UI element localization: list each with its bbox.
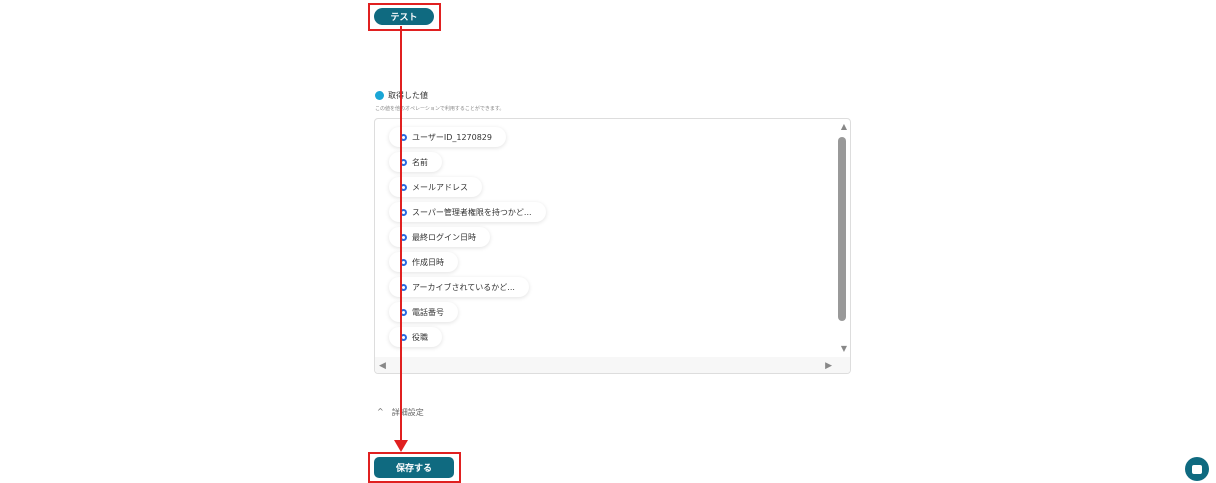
list-item[interactable]: スーパー管理者権限を持つかど... bbox=[389, 202, 546, 222]
advanced-settings-toggle[interactable]: ^ 詳細設定 bbox=[377, 407, 424, 418]
item-label: 電話番号 bbox=[412, 307, 444, 317]
chat-button[interactable] bbox=[1185, 457, 1209, 481]
item-label: 役職 bbox=[412, 332, 428, 342]
highlight-test bbox=[368, 3, 441, 31]
section-title-text: 取得した値 bbox=[388, 91, 428, 100]
scroll-left-icon[interactable]: ◀ bbox=[379, 361, 386, 371]
value-icon bbox=[375, 91, 384, 100]
list-item[interactable]: アーカイブされているかど... bbox=[389, 277, 529, 297]
values-list: ユーザーID_1270829 名前 メールアドレス スーパー管理者権限を持つかど… bbox=[389, 127, 546, 352]
test-button[interactable]: テスト bbox=[374, 8, 434, 25]
item-label: アーカイブされているかど... bbox=[412, 282, 515, 292]
item-label: ユーザーID_1270829 bbox=[412, 132, 492, 142]
section-desc: この値を他のオペレーションで利用することができます。 bbox=[375, 106, 505, 112]
scroll-up-icon[interactable]: ▲ bbox=[840, 122, 847, 131]
scroll-down-icon[interactable]: ▼ bbox=[840, 344, 847, 353]
advanced-label: 詳細設定 bbox=[391, 408, 424, 417]
list-item[interactable]: 最終ログイン日時 bbox=[389, 227, 490, 247]
item-label: 最終ログイン日時 bbox=[412, 232, 476, 242]
scroll-right-icon[interactable]: ▶ bbox=[825, 361, 832, 371]
list-item[interactable]: 名前 bbox=[389, 152, 442, 172]
chevron-up-icon: ^ bbox=[377, 407, 384, 416]
annotation-arrow bbox=[400, 26, 402, 446]
horizontal-scrollbar[interactable]: ◀ ▶ bbox=[375, 357, 850, 373]
list-item[interactable]: メールアドレス bbox=[389, 177, 482, 197]
list-item[interactable]: 役職 bbox=[389, 327, 442, 347]
item-label: 作成日時 bbox=[412, 257, 444, 267]
section-title: 取得した値 bbox=[375, 90, 428, 101]
arrow-head bbox=[394, 440, 408, 452]
item-label: 名前 bbox=[412, 157, 428, 167]
save-button[interactable]: 保存する bbox=[374, 457, 454, 478]
item-label: スーパー管理者権限を持つかど... bbox=[412, 207, 532, 217]
item-label: メールアドレス bbox=[412, 182, 468, 192]
list-item[interactable]: ユーザーID_1270829 bbox=[389, 127, 506, 147]
highlight-save bbox=[368, 452, 461, 483]
chat-icon bbox=[1192, 464, 1202, 474]
values-list-box: ユーザーID_1270829 名前 メールアドレス スーパー管理者権限を持つかど… bbox=[374, 118, 851, 374]
vertical-scrollbar[interactable] bbox=[838, 137, 846, 321]
